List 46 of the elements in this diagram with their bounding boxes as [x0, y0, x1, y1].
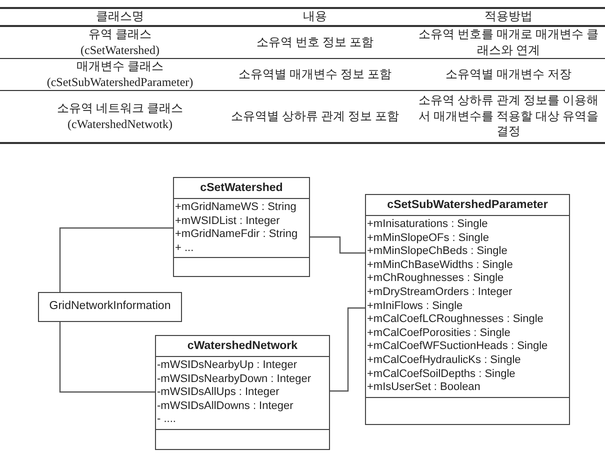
attribute-text: +mDryStreamOrders : Integer	[367, 286, 512, 298]
attribute-text: + ...	[175, 242, 194, 254]
table-text: 소유역 번호를 매개로 매개변수 클래스와 연계	[418, 27, 600, 58]
table-text: 소유역별 매개변수 저장	[446, 66, 572, 82]
attribute-text: +mWSIDList : Integer	[175, 214, 280, 227]
table-text: 소유역별 매개변수 정보 포함	[238, 66, 392, 82]
class-name: cSetSubWatershedParameter	[366, 195, 569, 216]
connector-line	[59, 227, 173, 292]
attribute-text: -mWSIDsAllDowns : Integer	[157, 400, 294, 412]
attribute-text: +mCalCoefHydraulicKs : Single	[367, 354, 521, 366]
attribute-text: -mWSIDsAllUps : Integer	[157, 386, 280, 398]
column-header: 클래스명	[96, 9, 144, 25]
attribute-text: +mCalCoefPorosities : Single	[367, 326, 510, 339]
class-box	[38, 292, 182, 322]
table-text: 매개변수 클래스 (cSetSubWatershedParameter)	[46, 59, 194, 90]
column-header: 내용	[303, 9, 327, 25]
class-name: cWatershedNetwork	[156, 336, 329, 357]
attribute-text: - ....	[157, 413, 176, 426]
attribute-text: -mWSIDsNearbyUp : Integer	[157, 359, 297, 371]
attribute-text: +mMinSlopeChBeds : Single	[367, 245, 508, 258]
attribute-text: +mCalCoefSoilDepths : Single	[367, 368, 516, 380]
uml-class-box	[173, 177, 310, 277]
attribute-text: +mChRoughnesses : Single	[367, 272, 504, 284]
column-header: 적용방법	[484, 9, 532, 25]
class-name: cSetWatershed	[174, 178, 309, 199]
table-text: 소유역 상하류 관계 정보를 이용해서 매개변수를 적용할 대상 유역을 결정	[418, 93, 600, 140]
table-text: 소유역 번호 정보 포함	[256, 34, 374, 50]
attribute-text: +mMinChBaseWidths : Single	[367, 258, 513, 271]
table-text: 소유역 네트워크 클래스 (cWatershedNetwotk)	[56, 101, 184, 132]
attribute-text: +mCalCoefLCRoughnesses : Single	[367, 313, 544, 326]
attribute-text: +mMinSlopeOFs : Single	[367, 232, 489, 244]
attribute-text: +mCalCoefWFSuctionHeads : Single	[367, 340, 548, 352]
connector-line	[330, 307, 365, 392]
connector-line	[59, 322, 155, 393]
uml-class-box	[155, 335, 330, 450]
attribute-text: +mIsUserSet : Boolean	[367, 381, 480, 394]
uml-class-box	[365, 194, 570, 425]
attribute-text: +mIniFlows : Single	[367, 300, 463, 312]
connector-line	[310, 236, 365, 254]
attribute-text: +mGridNameWS : String	[175, 201, 296, 213]
attribute-text: -mWSIDsNearbyDown : Integer	[157, 372, 312, 385]
table-text: 소유역별 상하류 관계 정보 포함	[231, 108, 399, 124]
attribute-text: +mInisaturations : Single	[367, 218, 488, 230]
class-name: GridNetworkInformation	[48, 299, 172, 314]
attribute-text: +mGridNameFdir : String	[175, 228, 298, 240]
table-text: 유역 클래스 (cSetWatershed)	[80, 27, 160, 58]
